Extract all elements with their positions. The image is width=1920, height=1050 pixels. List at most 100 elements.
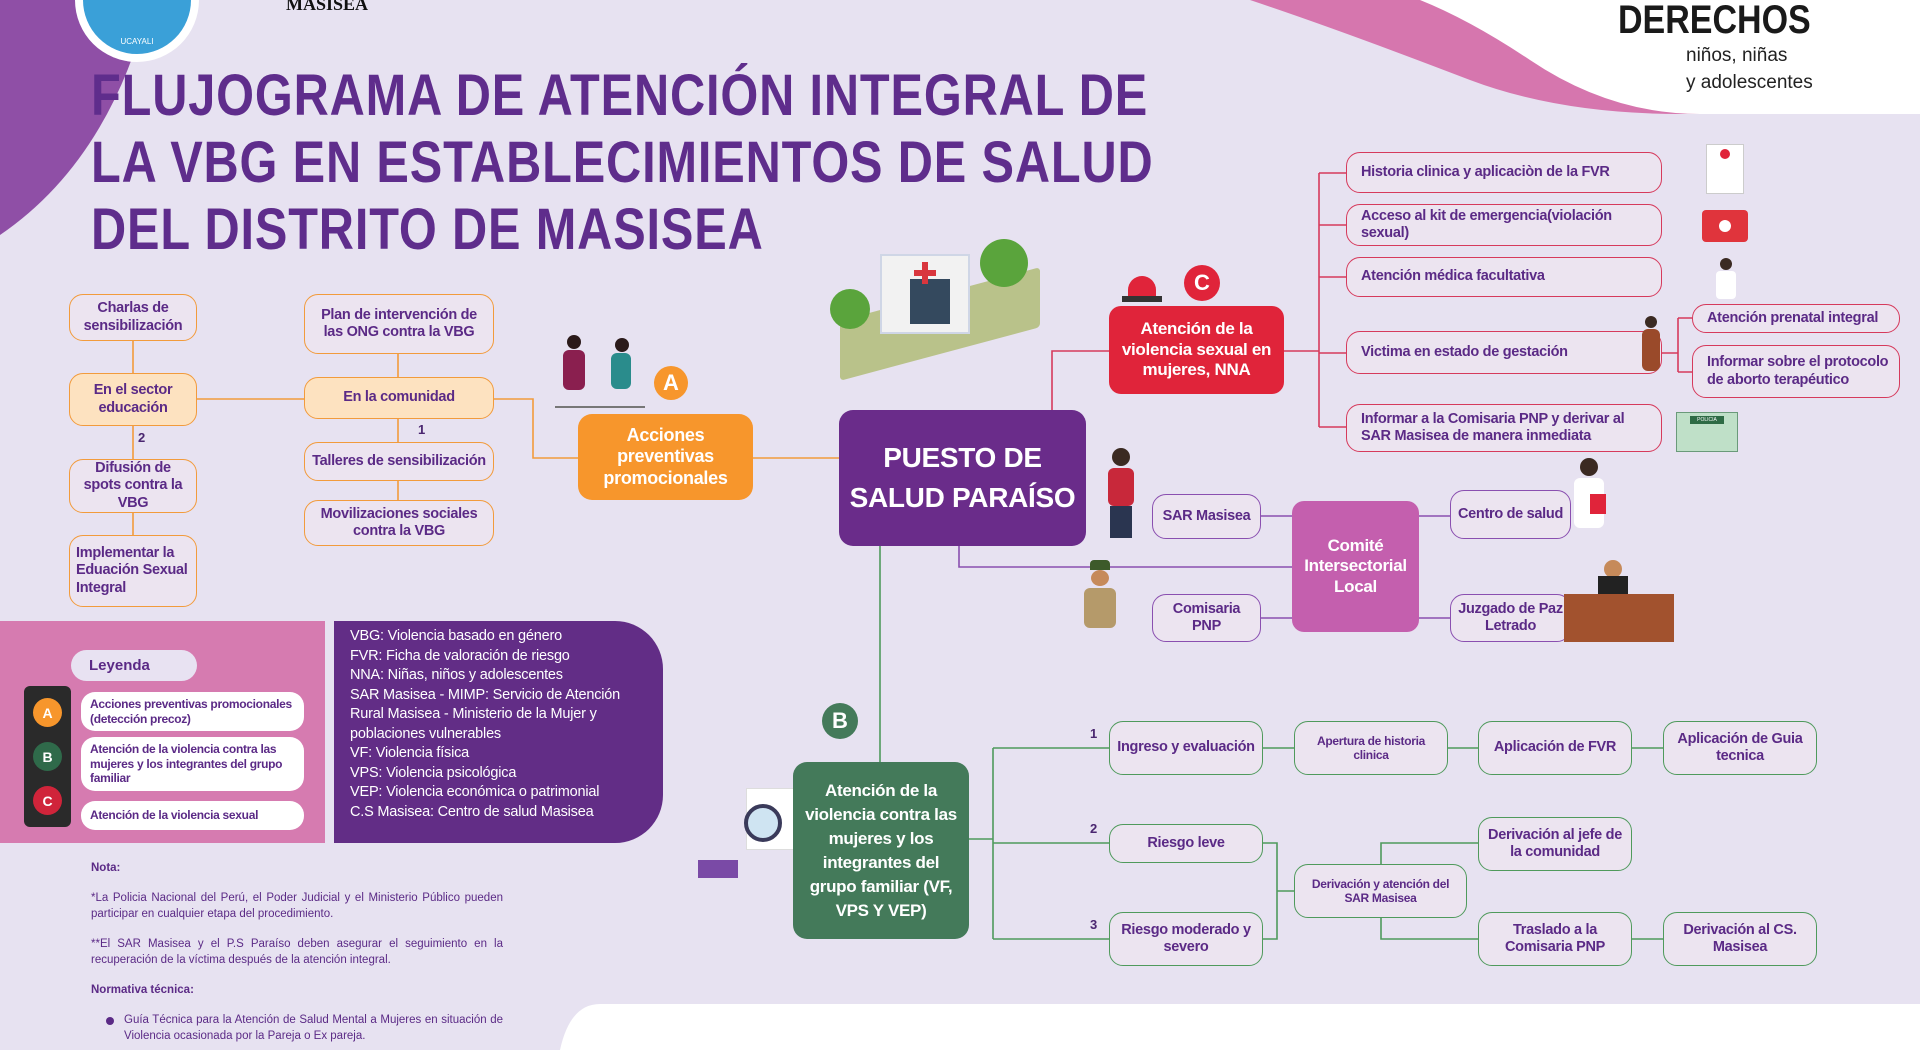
badge-a: A xyxy=(654,366,688,400)
legend-item-b: Atención de la violencia contra las muje… xyxy=(81,737,304,791)
prenatal-care-box: Atención prenatal integral xyxy=(1692,304,1900,333)
pregnant-victim-box: Victima en estado de gestación xyxy=(1346,331,1662,374)
spots-box: Difusión de spots contra la VBG xyxy=(69,459,197,513)
abortion-protocol-box: Informar sobre el protocolo de aborto te… xyxy=(1692,345,1900,398)
glossary-panel: VBG: Violencia basado en género FVR: Fic… xyxy=(334,621,663,843)
health-center-box: Centro de salud xyxy=(1450,490,1571,539)
charlas-box: Charlas de sensibilización xyxy=(69,294,197,341)
legend-badge-c: C xyxy=(33,786,62,815)
comisaria-box: Comisaria PNP xyxy=(1152,594,1261,642)
badge-c: C xyxy=(1184,265,1220,301)
corner-blob xyxy=(0,0,150,235)
sexual-violence-box: Atención de la violencia sexual en mujer… xyxy=(1109,306,1284,394)
police-station-icon: POLICIA xyxy=(1676,412,1738,452)
brand-text: MASISEA xyxy=(286,0,369,14)
title-line: FLUJOGRAMA DE ATENCIÓN INTEGRAL DE xyxy=(91,63,1149,128)
red-connectors xyxy=(1051,172,1692,428)
center-line2: SALUD PARAÍSO xyxy=(849,482,1076,513)
glossary-item: VEP: Violencia económica o patrimonial xyxy=(350,784,600,800)
justice-court-box: Juzgado de Paz Letrado xyxy=(1450,594,1571,642)
normativa-title: Normativa técnica: xyxy=(91,984,194,996)
doctor-icon xyxy=(1706,258,1746,300)
glossary-item: VBG: Violencia basado en género xyxy=(350,628,562,644)
police-transfer-box: Traslado a la Comisaria PNP xyxy=(1478,912,1632,966)
open-record-box: Apertura de historia clinica xyxy=(1294,721,1448,775)
cs-referral-box: Derivación al CS. Masisea xyxy=(1663,912,1817,966)
education-number: 2 xyxy=(138,430,146,445)
white-header-area xyxy=(1420,0,1920,114)
normativa-text: Guía Técnica para la Atención de Salud M… xyxy=(124,1014,503,1042)
police-officer-illustration xyxy=(1072,560,1128,644)
legend-badge-a: A xyxy=(33,698,62,727)
magnifier-document-illustration xyxy=(698,784,798,884)
pregnant-woman-icon xyxy=(1640,316,1662,372)
low-risk-box: Riesgo leve xyxy=(1109,824,1263,863)
health-post-illustration xyxy=(830,224,1050,381)
intake-box: Ingreso y evaluación xyxy=(1109,721,1263,775)
municipality-logo: UCAYALI xyxy=(75,0,199,62)
green-connectors xyxy=(879,546,1663,940)
title-line: DEL DISTRITO DE MASISEA xyxy=(91,197,764,262)
sar-worker-illustration xyxy=(1096,448,1146,540)
doctor-woman-illustration xyxy=(1560,458,1620,550)
legend-title: Leyenda xyxy=(71,650,197,681)
high-risk-box: Riesgo moderado y severo xyxy=(1109,912,1263,966)
police-sign: POLICIA xyxy=(1690,416,1724,424)
first-aid-kit-icon xyxy=(1702,210,1748,242)
normativa-item: Guía Técnica para la Atención de Salud M… xyxy=(91,1012,503,1044)
page-title: FLUJOGRAMA DE ATENCIÓN INTEGRAL DE LA VB… xyxy=(91,62,1154,263)
rights-title: DERECHOS xyxy=(1618,0,1811,42)
community-number: 1 xyxy=(418,422,426,437)
inform-police-box: Informar a la Comisaria PNP y derivar al… xyxy=(1346,404,1662,452)
legend-item-c: Atención de la violencia sexual xyxy=(81,801,304,830)
apply-guide-box: Aplicación de Guia tecnica xyxy=(1663,721,1817,775)
center-line1: PUESTO DE xyxy=(883,442,1042,473)
step-number: 3 xyxy=(1090,917,1098,932)
glossary-item: C.S Masisea: Centro de salud Masisea xyxy=(350,803,594,820)
community-head-box: Derivación al jefe de la comunidad xyxy=(1478,817,1632,871)
bullet-icon xyxy=(106,1017,114,1025)
education-sector-box: En el sector educación xyxy=(69,373,197,426)
step-number: 1 xyxy=(1090,726,1098,741)
apply-fvr-box: Aplicación de FVR xyxy=(1478,721,1632,775)
note-item: *La Policia Nacional del Perú, el Poder … xyxy=(91,892,503,920)
committee-box: Comité Intersectorial Local xyxy=(1292,501,1419,632)
medical-record-icon xyxy=(1706,144,1744,194)
medical-care-box: Atención médica facultativa xyxy=(1346,257,1662,297)
alarm-siren-icon xyxy=(1120,260,1166,306)
legend-badge-b: B xyxy=(33,742,62,771)
glossary-item: VPS: Violencia psicológica xyxy=(350,764,517,781)
mobilizations-box: Movilizaciones sociales contra la VBG xyxy=(304,500,494,546)
glossary-item: SAR Masisea - MIMP: Servicio de Atención… xyxy=(350,686,621,742)
badge-b: B xyxy=(822,703,858,739)
orange-connectors xyxy=(132,341,839,535)
logo-text: UCAYALI xyxy=(83,0,191,54)
title-line: LA VBG EN ESTABLECIMIENTOS DE SALUD xyxy=(91,130,1154,195)
esi-box: Implementar la Eduación Sexual Integral xyxy=(69,535,197,607)
judge-illustration xyxy=(1564,558,1674,644)
step-number: 2 xyxy=(1090,821,1098,836)
people-talking-illustration xyxy=(555,330,655,410)
bottom-white-area xyxy=(560,1004,1920,1050)
emergency-kit-box: Acceso al kit de emergencia(violación se… xyxy=(1346,204,1662,246)
ngo-plan-box: Plan de intervención de las ONG contra l… xyxy=(304,294,494,354)
sar-referral-box: Derivación y atención del SAR Masisea xyxy=(1294,864,1467,918)
family-violence-box: Atención de la violencia contra las muje… xyxy=(793,762,969,939)
health-post-box: PUESTO DE SALUD PARAÍSO xyxy=(839,410,1086,546)
notes-title: Nota: xyxy=(91,862,121,874)
glossary-item: NNA: Niñas, niños y adolescentes xyxy=(350,667,563,683)
note-item: **El SAR Masisea y el P.S Paraíso deben … xyxy=(91,938,503,966)
preventive-actions-box: Acciones preventivas promocionales xyxy=(578,414,753,500)
legend-panel: Leyenda A B C Acciones preventivas promo… xyxy=(0,621,325,843)
glossary-item: VF: Violencia física xyxy=(350,745,470,761)
rights-line2: y adolescentes xyxy=(1686,72,1813,93)
notes-section: Nota: *La Policia Nacional del Perú, el … xyxy=(91,860,503,1044)
workshops-box: Talleres de sensibilización xyxy=(304,442,494,481)
community-box: En la comunidad xyxy=(304,377,494,419)
sar-masisea-box: SAR Masisea xyxy=(1152,494,1261,539)
traffic-light-icon: A B C xyxy=(24,686,71,827)
purple-connectors xyxy=(958,515,1450,619)
glossary-item: FVR: Ficha de valoración de riesgo xyxy=(350,647,570,664)
clinical-history-box: Historia clinica y aplicaciòn de la FVR xyxy=(1346,152,1662,193)
